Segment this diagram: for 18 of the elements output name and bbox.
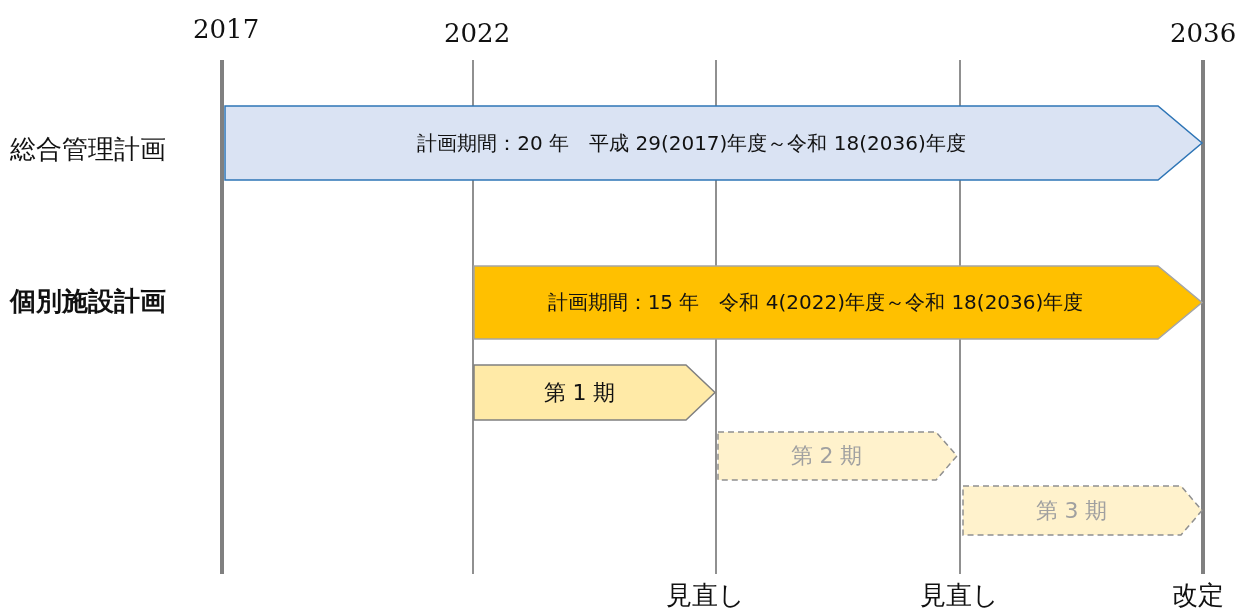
year-label: 2022	[444, 18, 511, 48]
period-label: 第 3 期	[1034, 496, 1109, 525]
period-label: 第 2 期	[789, 442, 864, 470]
period-arrow-band	[473, 265, 1203, 340]
period-label: 計画期間：20 年 平成 29(2017)年度～令和 18(2036)年度	[416, 129, 967, 157]
milestone-label: 見直し	[666, 579, 745, 612]
period-label: 第 1 期	[542, 378, 617, 407]
year-label: 2036	[1170, 18, 1237, 48]
period-arrow-band	[224, 105, 1203, 181]
milestone-label: 改定	[1172, 579, 1224, 612]
row-label: 個別施設計画	[10, 285, 166, 318]
period-arrow-band	[717, 431, 958, 481]
period-arrow-band	[473, 364, 716, 421]
period-arrow-band	[962, 485, 1203, 536]
year-label: 2017	[193, 14, 260, 44]
period-label: 計画期間：15 年 令和 4(2022)年度～令和 18(2036)年度	[546, 289, 1085, 316]
row-label: 総合管理計画	[10, 133, 166, 166]
milestone-label: 見直し	[920, 579, 999, 612]
